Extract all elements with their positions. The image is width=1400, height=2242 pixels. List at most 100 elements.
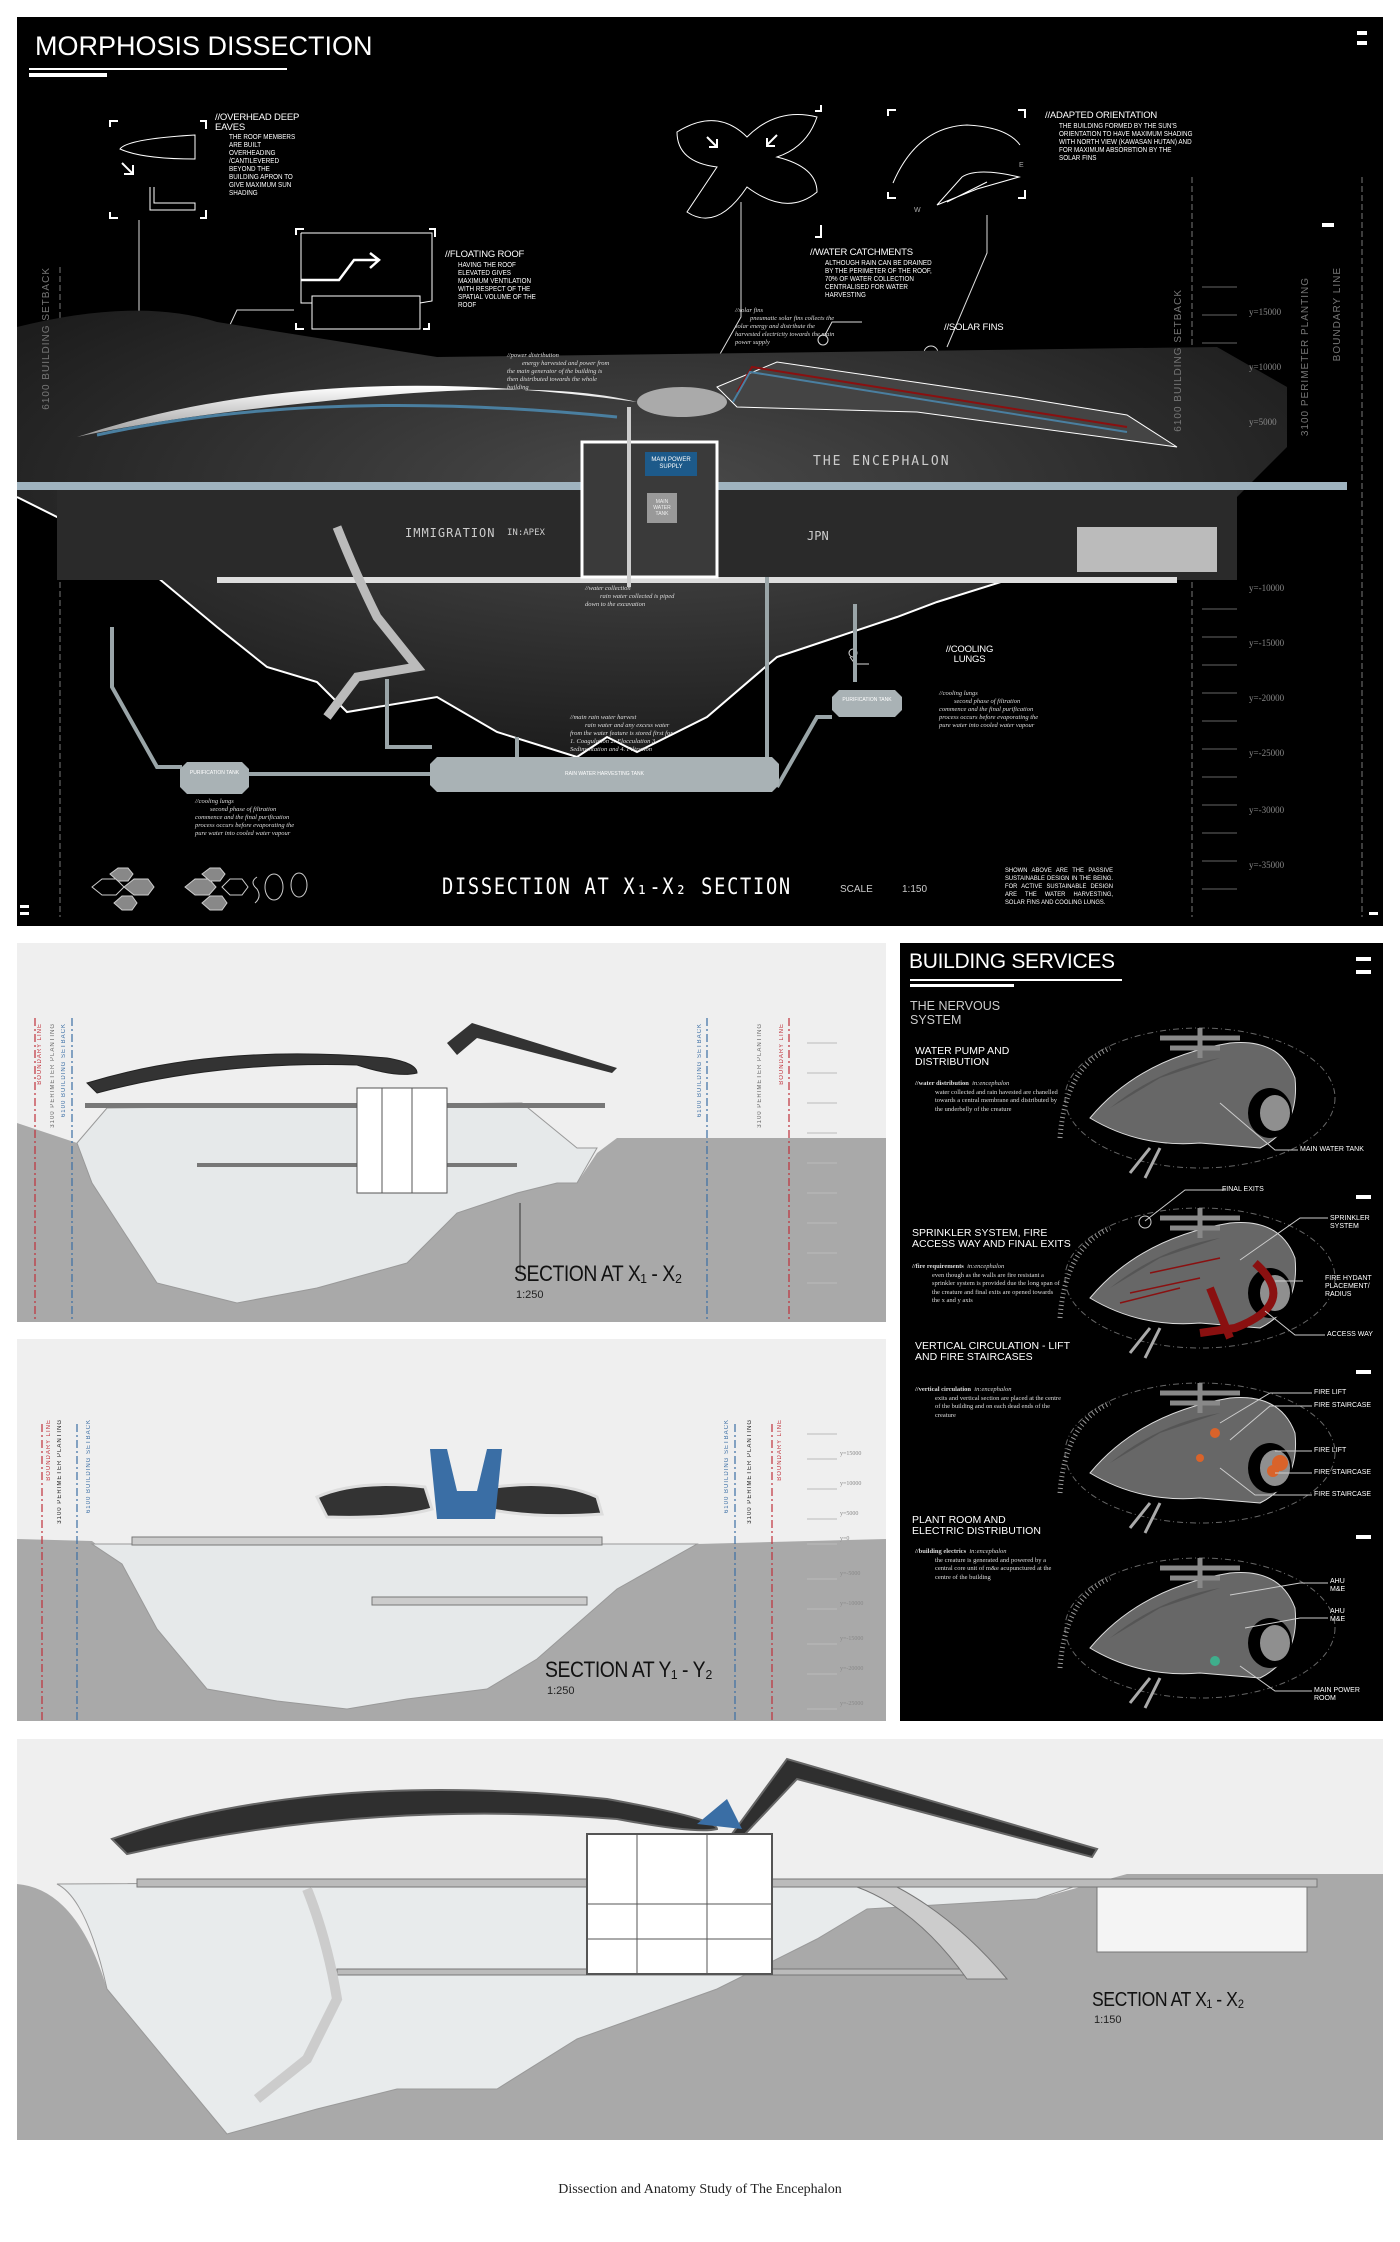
rain-water-tank-label: RAIN WATER HARVESTING TANK (565, 771, 644, 777)
purification-tank-right (832, 690, 902, 717)
roof-right (730, 1757, 1099, 1859)
note-tag: in:encephalon (969, 1548, 1007, 1555)
marker-dash (1356, 970, 1371, 974)
dissection-drawing: W E (17, 105, 1363, 917)
level-label: y=-20000 (1249, 693, 1285, 703)
note-tag: in:encephalon (974, 1386, 1012, 1393)
scale-label: SCALE (840, 884, 873, 895)
section-x-panel: BOUNDARY LINE 3100 PERIMETER PLANTING 61… (17, 943, 886, 1322)
purification-tank-right-label: PURIFICATION TANK (842, 697, 892, 703)
note-body: exits and vertical section are placed at… (935, 1394, 1061, 1419)
note-body: the creature is generated and powered by… (935, 1556, 1052, 1581)
scale-value: 1:150 (902, 884, 928, 895)
plant-room-diagram (1060, 1558, 1335, 1708)
label-fire-staircase: FIRE STAIRCASE (1314, 1402, 1372, 1409)
core (356, 1087, 448, 1194)
water-pump-diagram (1060, 1028, 1335, 1178)
note-title: //vertical circulation (915, 1386, 972, 1393)
section-scale: 1:250 (516, 1289, 544, 1301)
ground (17, 1539, 886, 1721)
sprinkler-diagram (1060, 1208, 1335, 1358)
fire-access-way (1199, 1260, 1278, 1340)
level-label: y=10000 (840, 1481, 862, 1487)
solar-fins-heading: //SOLAR FINS (944, 322, 1004, 333)
level-label: y=-5000 (840, 1571, 861, 1577)
marker-dash (1357, 41, 1367, 45)
level-label: y=-20000 (840, 1666, 864, 1672)
note-body: water collected and rain havested are ch… (935, 1088, 1058, 1113)
level-label: y=5000 (840, 1511, 859, 1517)
roof-knuckle (637, 387, 727, 417)
services-subtitle: THE NERVOUS SYSTEM (910, 999, 1001, 1027)
parking (1096, 1886, 1308, 1953)
zone-encephalon: THE ENCEPHALON (813, 454, 951, 469)
roof-left (110, 1789, 719, 1856)
ground (17, 1123, 886, 1322)
adapted-orientation-text: THE BUILDING FORMED BY THE SUN'S ORIENTA… (1059, 123, 1193, 162)
board-caption: Dissection and Anatomy Study of The Ence… (558, 2182, 842, 2197)
hexagon-legend (91, 867, 308, 911)
level-label: y=-35000 (1249, 860, 1285, 870)
service-heading-vertical: VERTICAL CIRCULATION - LIFT AND FIRE STA… (915, 1340, 1070, 1363)
setback-label-right: 6100 BUILDING SETBACK (697, 1023, 703, 1118)
excavation (76, 1102, 598, 1304)
label-fire-hydrant: FIRE HYDANT PLACEMENT/ RADIUS (1325, 1275, 1372, 1298)
level-label: y=15000 (840, 1451, 862, 1457)
solar-fins-note: pneumatic solar fins collects the solar … (735, 315, 835, 346)
section-scale: 1:150 (1094, 2014, 1122, 2026)
sustainable-summary: SHOWN ABOVE ARE THE PASSIVE SUSTAINABLE … (1005, 867, 1113, 906)
marker-dash (1322, 223, 1334, 227)
level-label: y=-30000 (1249, 805, 1285, 815)
level-block (1077, 527, 1217, 572)
service-note-sprinkler: //fire requirements in:encephalon even t… (912, 1263, 1062, 1306)
services-title: BUILDING SERVICES (909, 950, 1115, 973)
section-title: SECTION AT X₁ - X₂ (514, 1261, 682, 1286)
label-final-exits: FINAL EXITS (1222, 1186, 1264, 1193)
level-label: y=0 (840, 1536, 850, 1542)
floor-slab (85, 1103, 605, 1108)
level-label: y=-10000 (1249, 583, 1285, 593)
title-underline-bar (29, 73, 107, 77)
building-services-panel: BUILDING SERVICES THE NERVOUS SYSTEM (900, 943, 1383, 1721)
roof-left-wing (314, 1483, 434, 1519)
service-heading-water: WATER PUMP AND DISTRIBUTION (915, 1045, 1010, 1068)
excavation (56, 1878, 1098, 2135)
note-tag: in:encephalon (972, 1080, 1010, 1087)
section-x-large-drawing (17, 1757, 1383, 2140)
note-title: //building electrics (915, 1548, 967, 1555)
cooling-lungs-note-right: second phase of filtration commence and … (939, 698, 1039, 729)
planting-label: 3100 PERIMETER PLANTING (1300, 277, 1311, 437)
floating-roof-diagram (295, 228, 436, 330)
water-collection-note-title: //water collection (585, 585, 631, 592)
label-ahu: AHU M&E (1330, 1578, 1346, 1593)
service-note-water: //water distribution in:encephalon water… (915, 1080, 1065, 1114)
note-title: //fire requirements (912, 1263, 964, 1270)
service-note-vertical: //vertical circulation in:encephalon exi… (915, 1386, 1065, 1420)
section-x-drawing (17, 1018, 886, 1322)
zone-jpn: JPN (807, 529, 829, 543)
adapted-orientation-heading: //ADAPTED ORIENTATION (1045, 110, 1158, 121)
marker-dash (1357, 31, 1367, 35)
rain-harvest-note-title: //main rain water harvest (570, 714, 637, 721)
setback-label: 6100 BUILDING SETBACK (86, 1419, 92, 1514)
title-underline (29, 68, 287, 70)
roof (86, 1053, 418, 1094)
note-tag: in:encephalon (967, 1263, 1005, 1270)
label-main-power-room: MAIN POWER ROOM (1314, 1687, 1360, 1702)
section-y-drawing (17, 1424, 886, 1721)
boundary-label-right: BOUNDARY LINE (777, 1419, 783, 1481)
power-distribution-note: energy harvested and power from the main… (507, 360, 610, 391)
planting-label-right: 3100 PERIMETER PLANTING (747, 1419, 753, 1524)
level-label: y=5000 (1249, 417, 1277, 427)
water-catchments-heading: //WATER CATCHMENTS (810, 247, 913, 258)
water-collection-note: rain water collected is piped down to th… (585, 593, 675, 608)
note-title: //water distribution (915, 1080, 969, 1087)
cooling-lungs-note-title-left: //cooling lungs (195, 798, 234, 805)
level-label: y=10000 (1249, 362, 1282, 372)
label-fire-lift: FIRE LIFT (1314, 1389, 1347, 1396)
level-label: y=-15000 (1249, 638, 1285, 648)
roof-right-fins (716, 361, 1178, 448)
marker-dash (1356, 1195, 1371, 1199)
fire-stairs (1196, 1428, 1288, 1477)
zone-inapex: IN:APEX (507, 528, 545, 538)
